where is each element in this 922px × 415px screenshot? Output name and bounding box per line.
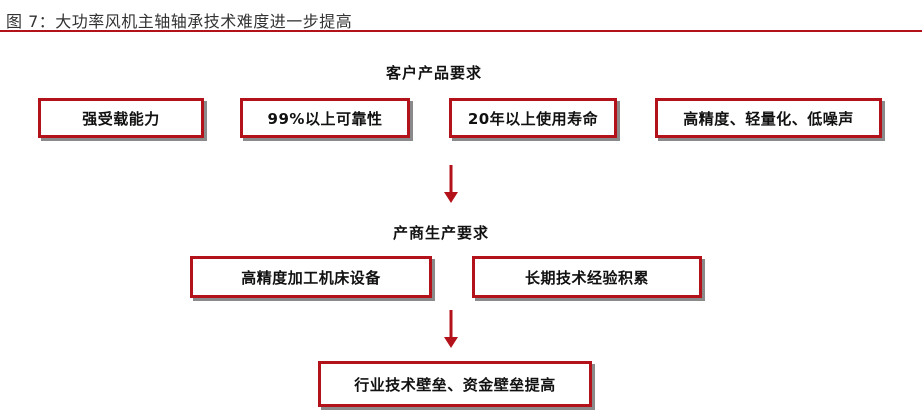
down-arrow-icon — [444, 165, 458, 203]
figure-title: 图 7：大功率风机主轴轴承技术难度进一步提高 — [6, 12, 353, 31]
requirement-box-technical-experience: 长期技术经验积累 — [472, 256, 702, 298]
requirement-box-precision-weight-noise: 高精度、轻量化、低噪声 — [655, 98, 882, 138]
requirement-box-precision-machine-tools: 高精度加工机床设备 — [190, 256, 432, 298]
down-arrow-icon — [444, 310, 458, 348]
customer-requirements-heading: 客户产品要求 — [386, 64, 483, 82]
requirement-box-load-capacity: 强受载能力 — [38, 98, 204, 138]
producer-requirements-heading: 产商生产要求 — [393, 224, 490, 242]
title-divider — [0, 30, 922, 32]
outcome-box-industry-barriers: 行业技术壁垒、资金壁垒提高 — [318, 361, 592, 407]
requirement-box-service-life: 20年以上使用寿命 — [449, 98, 617, 138]
requirement-box-reliability: 99%以上可靠性 — [240, 98, 410, 138]
